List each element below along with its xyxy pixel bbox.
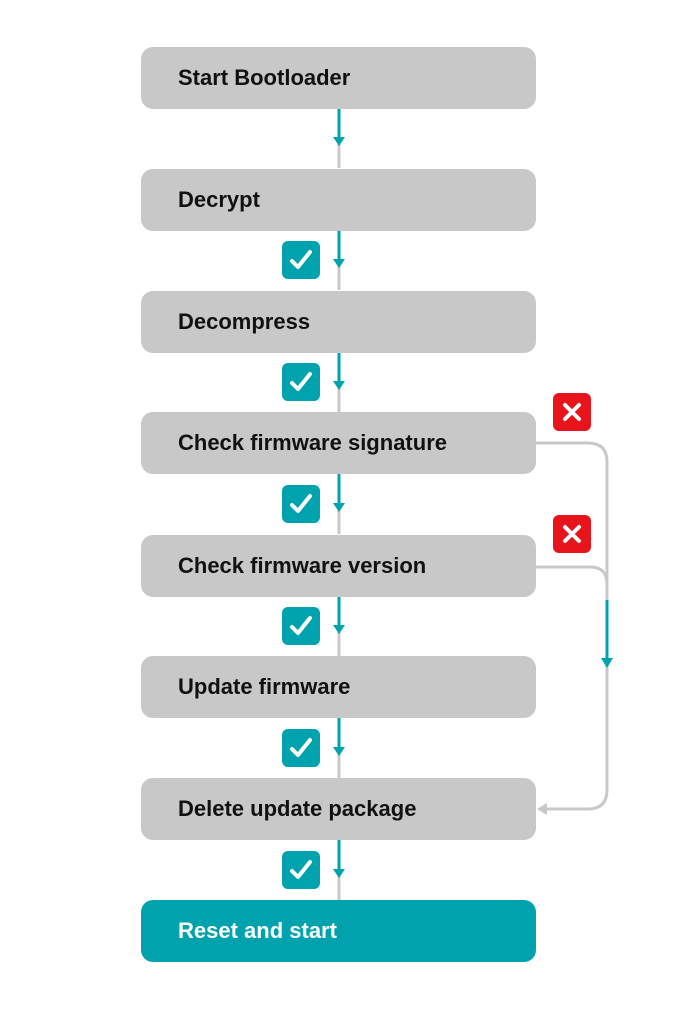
failure-rail-arrow: [601, 658, 613, 668]
step-label: Update firmware: [178, 674, 351, 699]
connector-1: [333, 108, 345, 168]
step-start-bootloader: Start Bootloader: [141, 47, 536, 109]
check-icon: [282, 241, 320, 279]
step-label: Reset and start: [178, 918, 337, 943]
step-update-firmware: Update firmware: [141, 656, 536, 718]
step-label: Delete update package: [178, 796, 417, 821]
step-reset-and-start: Reset and start: [141, 900, 536, 962]
step-label: Check firmware signature: [178, 430, 447, 455]
step-label: Decrypt: [178, 187, 260, 212]
check-icon: [282, 607, 320, 645]
step-label: Check firmware version: [178, 553, 427, 578]
connector-5: [333, 596, 345, 656]
step-check-firmware-signature: Check firmware signature: [141, 412, 536, 474]
step-decompress: Decompress: [141, 291, 536, 353]
connector-4: [333, 474, 345, 534]
failure-path-version: [536, 565, 609, 585]
step-label: Start Bootloader: [178, 65, 351, 90]
check-icon: [282, 363, 320, 401]
step-delete-update-package: Delete update package: [141, 778, 536, 840]
connector-3: [333, 352, 345, 412]
step-check-firmware-version: Check firmware version: [141, 535, 536, 597]
connector-7: [333, 840, 345, 900]
check-icon: [282, 485, 320, 523]
failure-path-signature: [536, 441, 609, 811]
check-icon: [282, 729, 320, 767]
step-decrypt: Decrypt: [141, 169, 536, 231]
cross-icon: [553, 393, 591, 431]
check-icon: [282, 851, 320, 889]
cross-icon: [553, 515, 591, 553]
connector-2: [333, 230, 345, 290]
step-label: Decompress: [178, 309, 311, 334]
failure-merge-arrow: [537, 803, 547, 815]
connector-6: [333, 718, 345, 778]
